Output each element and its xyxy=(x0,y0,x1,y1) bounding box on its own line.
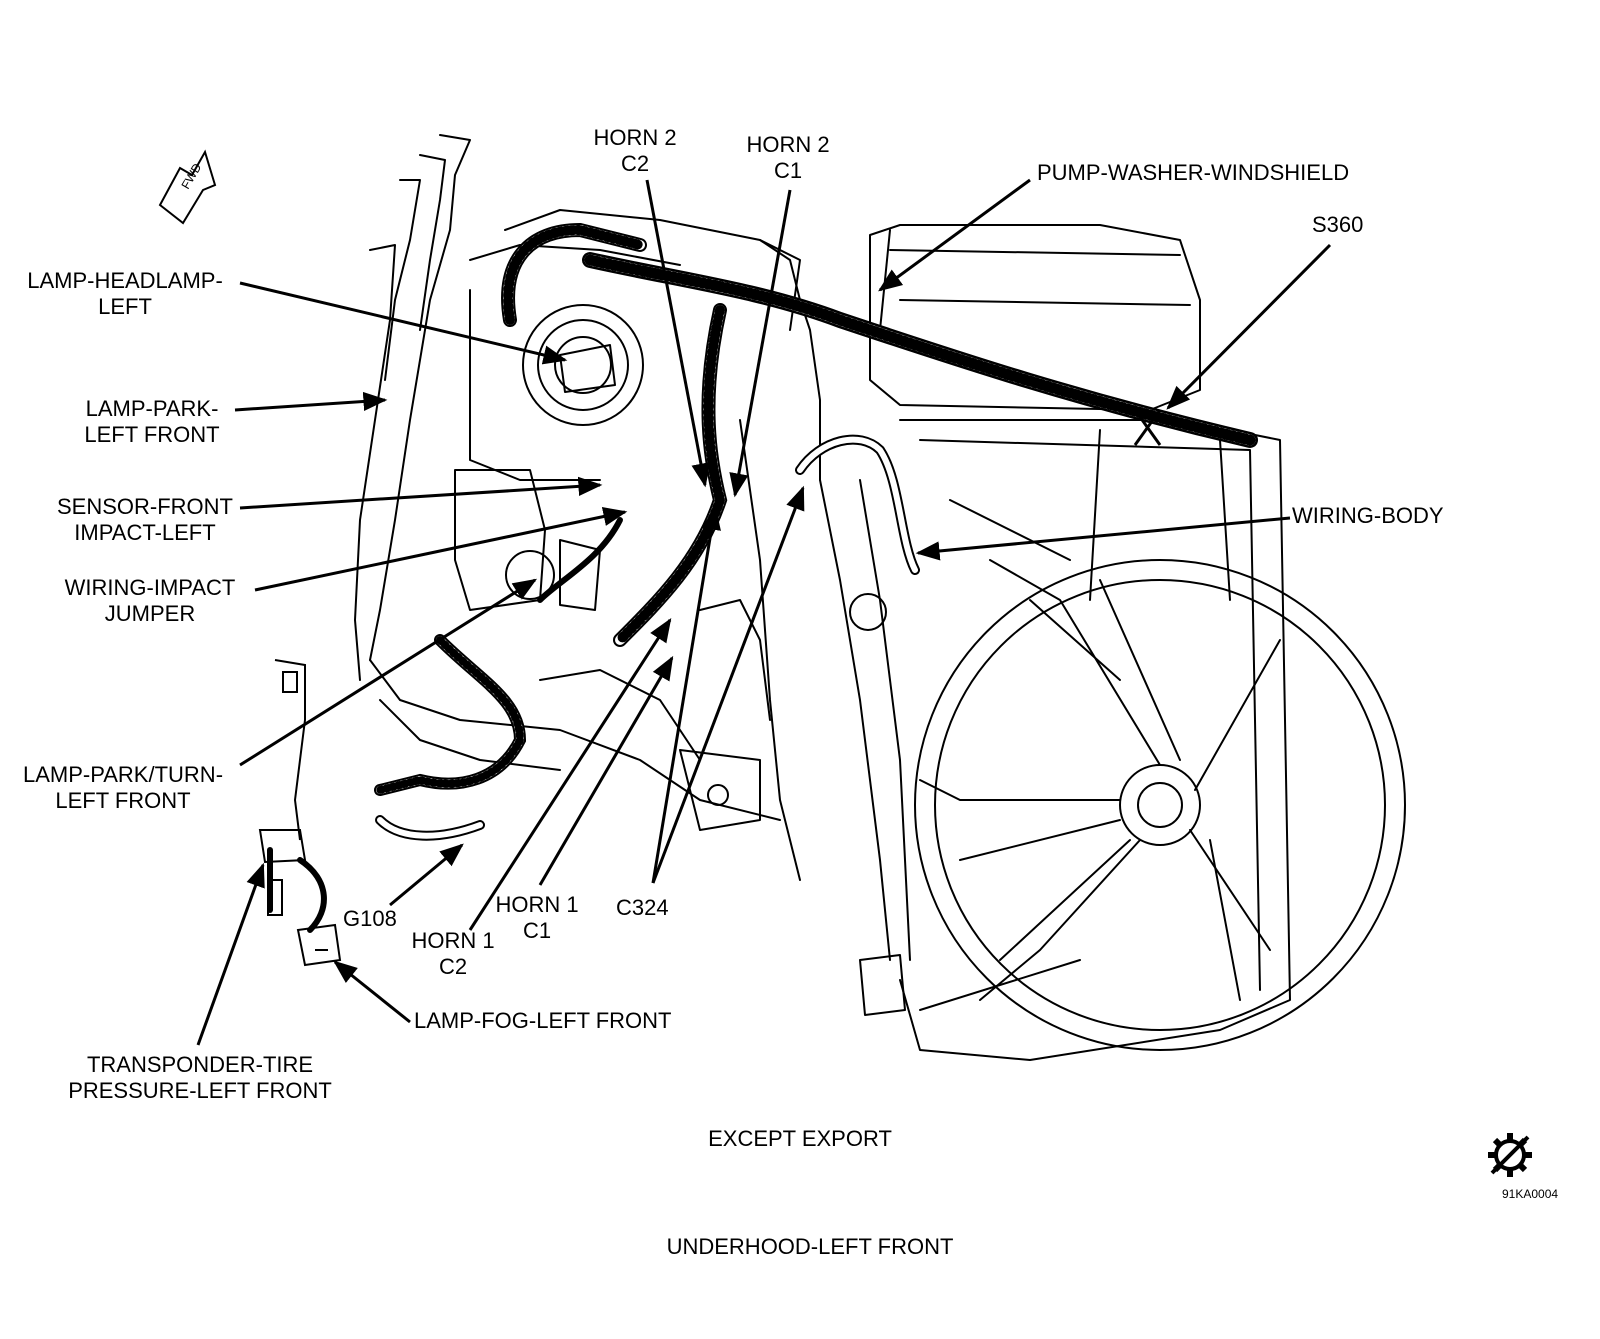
lower-bracket xyxy=(258,659,342,967)
leader-horn2-c1 xyxy=(729,189,792,498)
label-horn1-c2-line2: C2 xyxy=(438,954,468,979)
label-g108: G108 xyxy=(343,906,397,932)
label-lamp-park-line1: LAMP-PARK- xyxy=(85,396,219,421)
leader-lamp-park-turn xyxy=(239,578,538,767)
label-lamp-headlamp: LAMP-HEADLAMP- LEFT xyxy=(18,268,232,320)
label-pump-washer-line1: PUMP-WASHER-WINDSHIELD xyxy=(1037,160,1350,185)
label-wiring-impact-line2: JUMPER xyxy=(104,601,196,626)
leader-lamp-fog xyxy=(333,960,411,1024)
label-horn2-c2-line2: C2 xyxy=(620,151,650,176)
label-horn2-c1-line1: HORN 2 xyxy=(746,132,830,157)
fwd-arrow-icon: FWD xyxy=(158,149,217,225)
leader-s360 xyxy=(1166,243,1332,410)
splice-x-mark xyxy=(1133,409,1162,446)
label-lamp-park: LAMP-PARK- LEFT FRONT xyxy=(72,396,232,448)
label-sensor-impact: SENSOR-FRONT IMPACT-LEFT xyxy=(50,494,240,546)
leader-horn1-c1 xyxy=(538,655,674,886)
label-lamp-fog: LAMP-FOG-LEFT FRONT xyxy=(414,1008,672,1034)
leader-g108 xyxy=(389,843,464,907)
label-horn1-c1-line1: HORN 1 xyxy=(495,892,579,917)
label-horn1-c1-line2: C1 xyxy=(522,918,552,943)
label-transponder-line1: TRANSPONDER-TIRE xyxy=(86,1052,314,1077)
leader-lamp-park xyxy=(234,391,388,412)
label-lamp-park-turn-line2: LEFT FRONT xyxy=(55,788,191,813)
label-horn1-c2-line1: HORN 1 xyxy=(411,928,495,953)
label-lamp-headlamp-line1: LAMP-HEADLAMP- xyxy=(27,268,223,293)
leader-transponder xyxy=(196,862,265,1046)
label-wiring-impact-line1: WIRING-IMPACT xyxy=(64,575,236,600)
label-lamp-headlamp-line2: LEFT xyxy=(98,294,152,319)
wiring-harness xyxy=(267,222,1258,933)
label-horn1-c2: HORN 1 C2 xyxy=(405,928,501,980)
label-transponder-line2: PRESSURE-LEFT FRONT xyxy=(68,1078,332,1103)
label-horn1-c1: HORN 1 C1 xyxy=(489,892,585,944)
label-pump-washer: PUMP-WASHER-WINDSHIELD xyxy=(1037,160,1349,186)
label-lamp-park-turn-line1: LAMP-PARK/TURN- xyxy=(22,762,224,787)
leader-lamp-headlamp xyxy=(239,281,568,365)
label-horn2-c1-line2: C1 xyxy=(773,158,803,183)
label-transponder: TRANSPONDER-TIRE PRESSURE-LEFT FRONT xyxy=(55,1052,345,1104)
leader-wiring-body xyxy=(915,516,1291,561)
label-g108-line1: G108 xyxy=(343,906,397,931)
leader-horn2-c2 xyxy=(645,179,711,488)
leader-horn1-c2 xyxy=(468,617,672,931)
leader-wiring-impact xyxy=(254,507,628,592)
label-lamp-park-line2: LEFT FRONT xyxy=(84,422,220,447)
figure-code: 91KA0004 xyxy=(1502,1187,1559,1201)
label-s360: S360 xyxy=(1312,212,1363,238)
label-s360-line1: S360 xyxy=(1312,212,1364,237)
label-wiring-impact: WIRING-IMPACT JUMPER xyxy=(55,575,245,627)
label-horn2-c1: HORN 2 C1 xyxy=(740,132,836,184)
label-wiring-body-line1: WIRING-BODY xyxy=(1292,503,1444,528)
leader-sensor-impact xyxy=(239,476,603,510)
label-sensor-impact-line1: SENSOR-FRONT xyxy=(57,494,233,519)
label-horn2-c2-line1: HORN 2 xyxy=(593,125,677,150)
leader-c324-b xyxy=(651,485,805,884)
leader-c324-a xyxy=(651,505,721,884)
diagram-subtitle: EXCEPT EXPORT xyxy=(708,1126,892,1151)
label-wiring-body: WIRING-BODY xyxy=(1292,503,1444,529)
label-sensor-impact-line2: IMPACT-LEFT xyxy=(74,520,216,545)
label-lamp-fog-line1: LAMP-FOG-LEFT FRONT xyxy=(414,1008,672,1033)
leader-lines xyxy=(196,178,1332,1046)
gear-slash-icon xyxy=(1488,1133,1532,1177)
label-horn2-c2: HORN 2 C2 xyxy=(587,125,683,177)
label-c324-line1: C324 xyxy=(616,895,669,920)
diagram-caption: UNDERHOOD-LEFT FRONT xyxy=(666,1234,954,1259)
label-lamp-park-turn: LAMP-PARK/TURN- LEFT FRONT xyxy=(12,762,234,814)
label-c324: C324 xyxy=(616,895,669,921)
leader-pump-washer xyxy=(878,178,1031,292)
